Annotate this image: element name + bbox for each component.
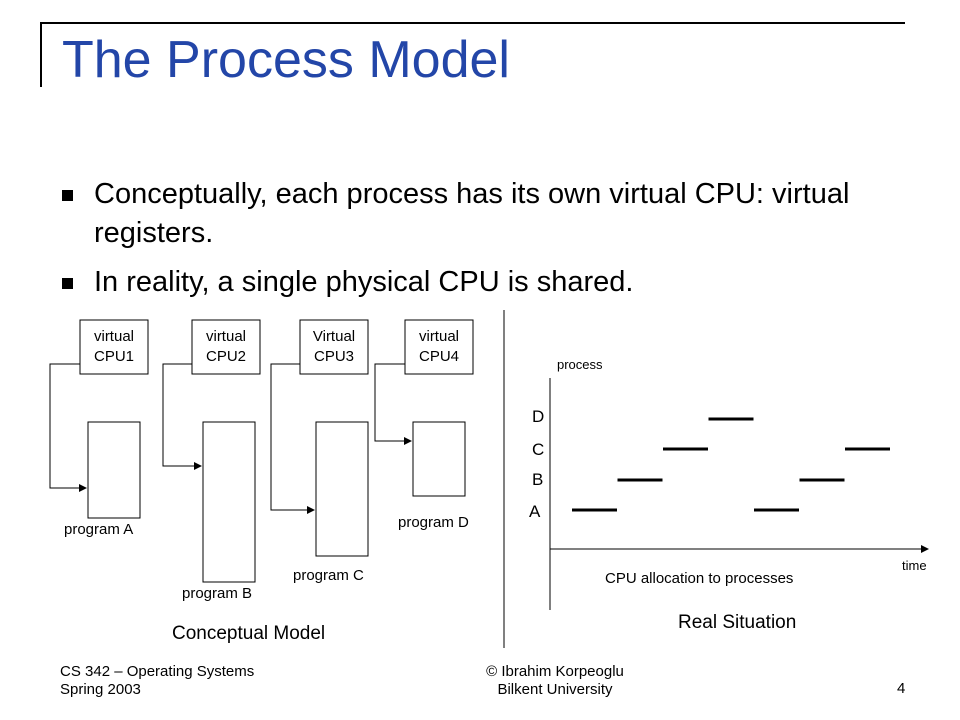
program-label: program A: [64, 521, 133, 538]
x-axis-label: time: [902, 558, 927, 573]
program-d-box: [412, 421, 466, 497]
program-c-box: [315, 421, 369, 557]
conceptual-model-caption: Conceptual Model: [172, 623, 325, 644]
virtual-cpu-2: virtual CPU2: [191, 319, 261, 375]
cpu-box: [299, 319, 369, 375]
cpu-box: [79, 319, 149, 375]
allocation-chart-caption: CPU allocation to processes: [605, 570, 793, 587]
footer-author: © Ibrahim Korpeoglu: [486, 663, 624, 680]
virtual-cpu-1: virtual CPU1: [79, 319, 149, 375]
y-axis-label: process: [557, 357, 603, 372]
cpu-label-line2: CPU1: [94, 348, 134, 365]
program-label: program D: [398, 514, 469, 531]
page-number: 4: [897, 680, 906, 697]
virtual-cpu-3: Virtual CPU3: [299, 319, 369, 375]
footer-term: Spring 2003: [60, 681, 141, 698]
square-bullet-icon: [62, 190, 73, 201]
bullet-list: Conceptually, each process has its own v…: [62, 175, 922, 312]
cpu-box: [191, 319, 261, 375]
allocation-segments: [572, 417, 890, 512]
cpu-label-line1: virtual: [206, 328, 246, 345]
real-situation-caption: Real Situation: [678, 612, 796, 633]
program-b-box: [202, 421, 256, 583]
process-label-a: A: [529, 502, 541, 521]
footer-course-info: CS 342 – Operating Systems Spring 2003: [60, 663, 254, 699]
cpu-label-line1: virtual: [419, 328, 459, 345]
cpu-box: [404, 319, 474, 375]
footer-author-info: © Ibrahim Korpeoglu Bilkent University: [440, 663, 670, 699]
process-label-c: C: [532, 440, 544, 459]
process-label-d: D: [532, 407, 544, 426]
program-label: program B: [182, 585, 252, 602]
square-bullet-icon: [62, 278, 73, 289]
cpu2-to-program-b-arrow: [162, 363, 202, 470]
process-label-b: B: [532, 470, 543, 489]
cpu-label-line2: CPU2: [206, 348, 246, 365]
cpu-label-line2: CPU3: [314, 348, 354, 365]
bullet-item: Conceptually, each process has its own v…: [62, 175, 922, 253]
program-label: program C: [293, 567, 364, 584]
bullet-text: Conceptually, each process has its own v…: [94, 178, 850, 249]
footer-course-name: CS 342 – Operating Systems: [60, 663, 255, 680]
virtual-cpu-4: virtual CPU4: [404, 319, 474, 375]
cpu-label-line1: Virtual: [313, 328, 355, 345]
cpu-label-line2: CPU4: [419, 348, 459, 365]
cpu1-to-program-a-arrow: [49, 363, 87, 492]
bullet-item: In reality, a single physical CPU is sha…: [62, 263, 922, 302]
slide-frame-left-line: [40, 22, 42, 87]
cpu-label-line1: virtual: [94, 328, 134, 345]
footer-institution: Bilkent University: [497, 681, 613, 698]
cpu3-to-program-c-arrow: [270, 363, 315, 514]
slide-frame-top-line: [40, 22, 905, 24]
slide-title: The Process Model: [62, 31, 510, 89]
program-a-box: [87, 421, 141, 519]
cpu4-to-program-d-arrow: [374, 363, 412, 445]
bullet-text: In reality, a single physical CPU is sha…: [94, 266, 634, 298]
